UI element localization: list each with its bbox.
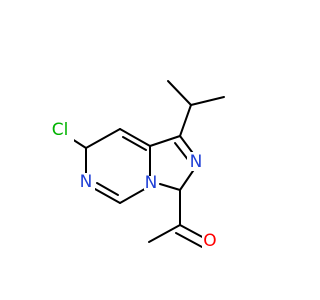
bond-ch-me1 <box>190 96 225 106</box>
bond-c1-ch <box>179 104 192 137</box>
bond-ch-me2 <box>167 80 192 106</box>
bond-c5-n6 <box>94 188 121 204</box>
chlorine-label: Cl <box>52 120 69 140</box>
bond-c8-c8a <box>119 128 151 147</box>
bridgehead-nitrogen-label: N <box>145 173 158 193</box>
bond-cho-o <box>179 224 207 240</box>
bond-cho-h <box>148 224 181 243</box>
bond-c8a-c1 <box>149 135 181 147</box>
bond-c7-cl <box>71 138 87 149</box>
bond-cho-o-double <box>175 232 203 248</box>
bond-c7-c8 <box>85 128 121 149</box>
pyrimidine-nitrogen-label: N <box>80 172 93 192</box>
atom-labels: Cl N N N O <box>46 118 219 251</box>
bond-n2-c3 <box>179 167 196 191</box>
molecule-structure: Cl N N N O <box>46 80 225 251</box>
bond-c8-c8a-inner <box>122 136 147 151</box>
bond-c1-n2-inner <box>174 142 190 162</box>
aldehyde-oxygen-label: O <box>203 231 216 251</box>
bond-c3-n4 <box>159 183 181 191</box>
bond-c5-n6-inner <box>96 182 119 196</box>
imidazole-nitrogen-label: N <box>190 152 203 172</box>
bonds <box>71 80 225 248</box>
